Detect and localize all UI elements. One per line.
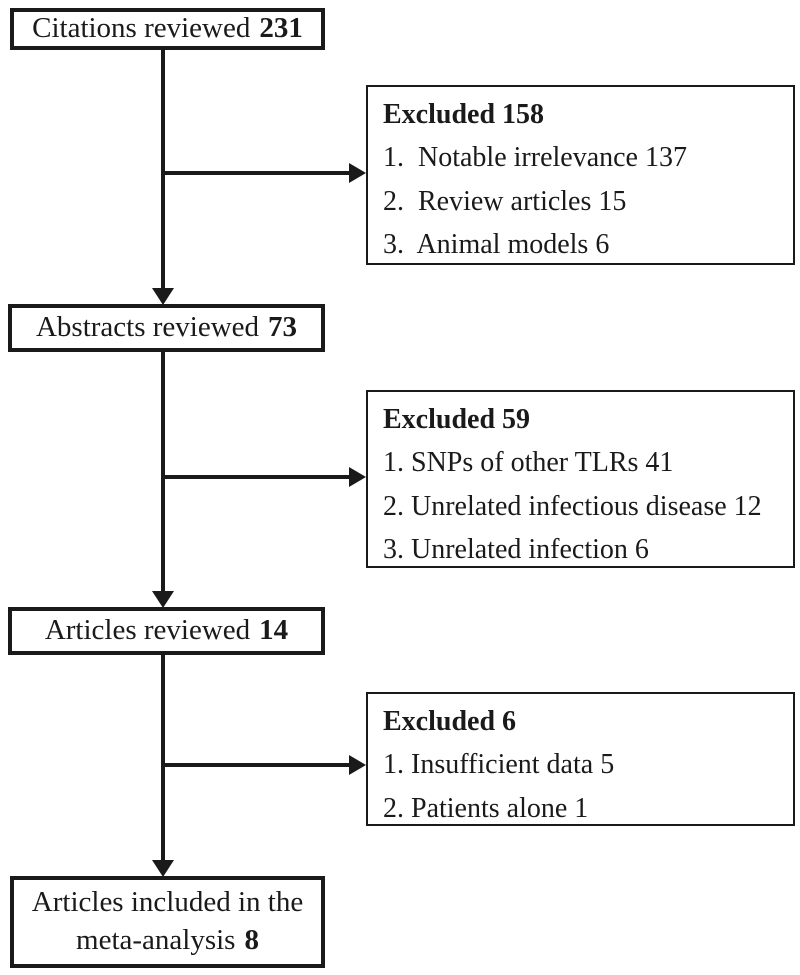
excluded-item: 2. Unrelated infectious disease 12 <box>383 490 762 522</box>
stage-count: 231 <box>259 12 303 45</box>
excluded-title: Excluded 158 <box>383 99 545 130</box>
stage-count: 8 <box>244 924 259 956</box>
connector-articles-to-included <box>161 654 165 861</box>
stage-count: 14 <box>259 614 289 647</box>
excluded-item: 1. Insufficient data 5 <box>383 749 615 781</box>
down-arrowhead-icon <box>152 591 174 608</box>
down-arrowhead-icon <box>152 860 174 877</box>
right-arrowhead-icon <box>349 163 366 183</box>
excluded-box-3: Excluded 6 1. Insufficient data 5 2. Pat… <box>366 692 795 826</box>
stage-label: Abstracts reviewed <box>35 311 260 344</box>
stage-box-articles-included: Articles included in the meta-analysis 8 <box>10 876 325 968</box>
excluded-item: 2. Review articles 15 <box>383 185 627 217</box>
connector-citations-to-abstracts <box>161 49 165 291</box>
stage-label: Citations reviewed <box>32 12 251 45</box>
connector-branch-excluded-1 <box>163 171 350 175</box>
excluded-item: 1. SNPs of other TLRs 41 <box>383 447 674 479</box>
down-arrowhead-icon <box>152 288 174 305</box>
excluded-title: Excluded 6 <box>383 706 517 737</box>
connector-abstracts-to-articles <box>161 351 165 592</box>
excluded-title: Excluded 59 <box>383 404 531 435</box>
excluded-item: 3. Animal models 6 <box>383 229 610 261</box>
right-arrowhead-icon <box>349 755 366 775</box>
right-arrowhead-icon <box>349 467 366 487</box>
excluded-item: 2. Patients alone 1 <box>383 792 589 824</box>
stage-label-line2: meta-analysis <box>76 924 236 956</box>
stage-box-citations-reviewed: Citations reviewed 231 <box>10 8 325 50</box>
stage-label: Articles reviewed <box>44 614 251 647</box>
excluded-box-1: Excluded 158 1. Notable irrelevance 137 … <box>366 85 795 265</box>
stage-label-line1: Articles included in the <box>31 886 304 919</box>
excluded-item: 3. Unrelated infection 6 <box>383 534 649 566</box>
stage-count: 73 <box>268 311 298 344</box>
connector-branch-excluded-2 <box>163 475 350 479</box>
stage-box-abstracts-reviewed: Abstracts reviewed 73 <box>8 304 325 352</box>
excluded-item: 1. Notable irrelevance 137 <box>383 142 687 174</box>
excluded-box-2: Excluded 59 1. SNPs of other TLRs 41 2. … <box>366 390 795 568</box>
connector-branch-excluded-3 <box>163 763 350 767</box>
stage-box-articles-reviewed: Articles reviewed 14 <box>8 607 325 655</box>
